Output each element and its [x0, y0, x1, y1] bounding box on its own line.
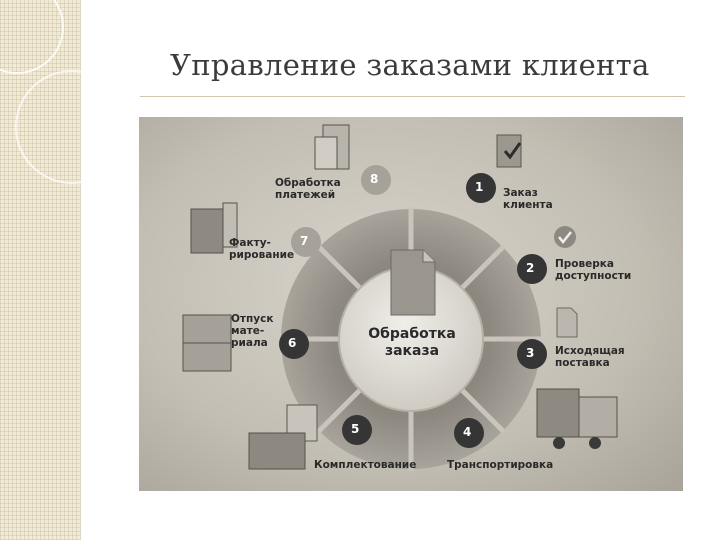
step-label-goods-issue: Отпуск мате- риала [231, 313, 273, 349]
step-number: 3 [526, 347, 534, 359]
step-label-availability: Проверка доступности [555, 258, 631, 282]
slide-title: Управление заказами клиента [170, 48, 690, 82]
step-label-line: поставка [555, 357, 625, 369]
decorative-arc [15, 70, 129, 184]
step-number: 5 [351, 423, 359, 435]
step-label-delivery: Исходящая поставка [555, 345, 625, 369]
step-label-transport: Транспортировка [447, 459, 553, 471]
step-number: 7 [300, 235, 308, 247]
order-clipboard-icon [497, 135, 521, 167]
step-number: 2 [526, 262, 534, 274]
step-label-picking: Комплектование [314, 459, 416, 471]
center-label-line: Обработка [358, 326, 466, 343]
step-label-line: клиента [503, 199, 553, 211]
picking-checklist-icon [249, 405, 317, 469]
payment-documents-icon [315, 125, 349, 169]
step-label-line: платежей [275, 189, 335, 201]
step-label-line: Факту- [229, 237, 294, 249]
step-number: 6 [288, 337, 296, 349]
decorative-arc [0, 0, 64, 74]
document-icon [391, 250, 435, 315]
step-label-line: Отпуск [231, 313, 273, 325]
step-label-payments: Обработка платежей [275, 177, 335, 201]
decorative-side-pattern [0, 0, 81, 540]
step-label-order: Заказ клиента [503, 187, 553, 211]
step-label-line: доступности [555, 270, 631, 282]
step-label-line: мате- [231, 325, 273, 337]
step-number: 1 [475, 181, 483, 193]
truck-icon [537, 389, 617, 449]
step-label-line: риала [231, 337, 273, 349]
step-label-line: Заказ [503, 187, 553, 199]
warehouse-shelf-icon [183, 315, 231, 371]
step-label-line: рирование [229, 249, 294, 261]
step-label-line: Обработка [275, 177, 335, 189]
center-label-line: заказа [358, 343, 466, 360]
step-number: 4 [463, 426, 471, 438]
order-cycle-diagram: 1 2 3 4 5 6 7 8 Заказ клиента Проверка д… [139, 117, 683, 491]
step-label-line: Проверка [555, 258, 631, 270]
step-label-invoicing: Факту- рирование [229, 237, 294, 261]
center-label: Обработка заказа [358, 326, 466, 360]
cycle-graphic [139, 117, 683, 491]
availability-check-icon [554, 226, 576, 248]
step-label-line: Исходящая [555, 345, 625, 357]
title-divider [140, 96, 685, 97]
delivery-document-icon [557, 308, 577, 337]
step-number: 8 [370, 173, 378, 185]
